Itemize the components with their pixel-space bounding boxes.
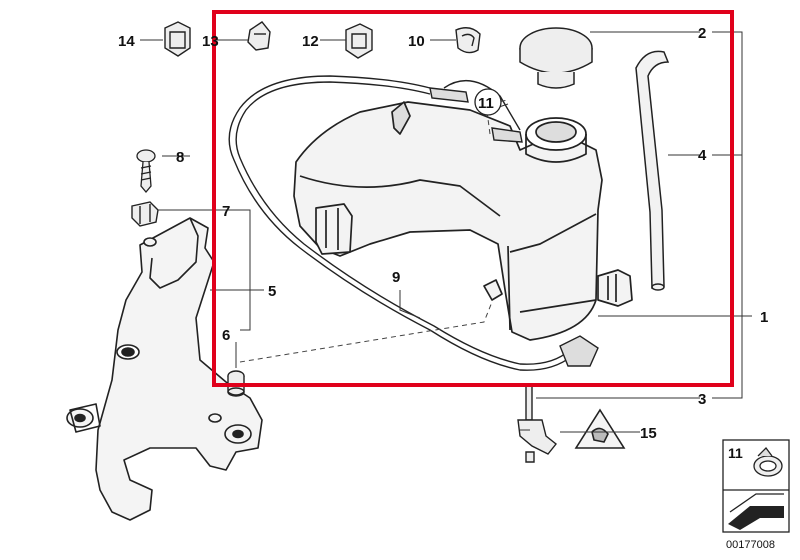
callout-1: 1 [760, 309, 768, 326]
callout-5: 5 [268, 283, 276, 300]
callout-15: 15 [640, 425, 657, 442]
legend-box: 11 [722, 439, 790, 533]
clip-part-13 [247, 21, 271, 51]
callout-12: 12 [302, 33, 319, 50]
callout-8: 8 [176, 149, 184, 166]
expansion-tank-part-1 [293, 101, 633, 341]
callout-14: 14 [118, 33, 135, 50]
legend-label: 11 [728, 445, 743, 461]
vent-hose-part-4 [635, 50, 670, 291]
reference-number: 00177008 [726, 539, 775, 551]
warning-label-part-15 [574, 408, 626, 449]
callout-leaders [140, 31, 752, 433]
callout-3: 3 [698, 391, 706, 408]
callout-9: 9 [392, 269, 400, 286]
clip-part-12 [345, 23, 373, 59]
callout-11: 11 [478, 95, 494, 112]
callout-11-circled: 11 [474, 88, 502, 116]
callout-10: 10 [408, 33, 425, 50]
arrow-graphic-icon [728, 493, 784, 530]
callout-6: 6 [222, 327, 230, 344]
callout-13: 13 [202, 33, 219, 50]
hose-clamp-icon [753, 447, 783, 477]
highlight-frame [212, 10, 734, 387]
clip-part-14 [164, 21, 191, 57]
mounting-bracket [66, 217, 263, 521]
callout-2: 2 [698, 25, 706, 42]
level-sensor-part-3 [517, 385, 557, 463]
expansion-tank-cap-part-2 [519, 27, 593, 89]
screw-part-8 [136, 149, 156, 194]
clip-part-10 [455, 27, 481, 54]
clip-nut-part-7 [131, 201, 159, 227]
callout-4: 4 [698, 147, 707, 164]
callout-7: 7 [222, 203, 230, 220]
